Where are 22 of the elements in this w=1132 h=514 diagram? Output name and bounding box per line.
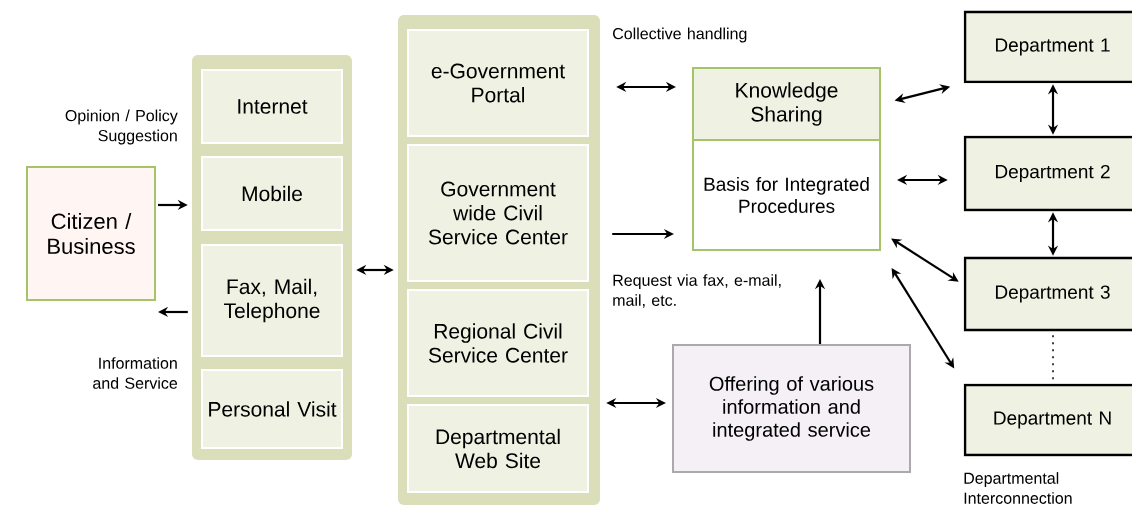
channel-box: Mobile [201,156,343,231]
department-box: Department 1 [963,10,1132,84]
text-label: Departmental Interconnection [964,472,1072,504]
channel-box: Fax, Mail, Telephone [201,244,343,357]
text-label: Information and Service [93,357,178,389]
channel-box: Personal Visit [201,369,343,449]
channel-box: Government wide Civil Service Center [407,144,589,282]
dotted-line [1052,334,1054,381]
text-label: Request via fax, e-mail, mail, etc. [613,274,781,308]
channel-box: e-Government Portal [407,29,589,137]
department-box: Department N [963,383,1132,457]
knowledge-box: Knowledge Sharing [692,67,881,141]
channel-box: Regional Civil Service Center [407,289,589,397]
text-label: Collective handling [613,27,747,43]
citizen-box: Citizen / Business [26,166,156,301]
channel-box: Departmental Web Site [407,404,589,493]
text-label: Opinion / Policy Suggestion [65,109,178,145]
service-box: Offering of various information and integrated service [672,344,911,473]
channel-box: Internet [201,69,343,144]
procedure-box: Basis for Integrated Procedures [692,139,881,251]
department-box: Department 3 [963,256,1132,332]
department-box: Department 2 [963,135,1132,212]
